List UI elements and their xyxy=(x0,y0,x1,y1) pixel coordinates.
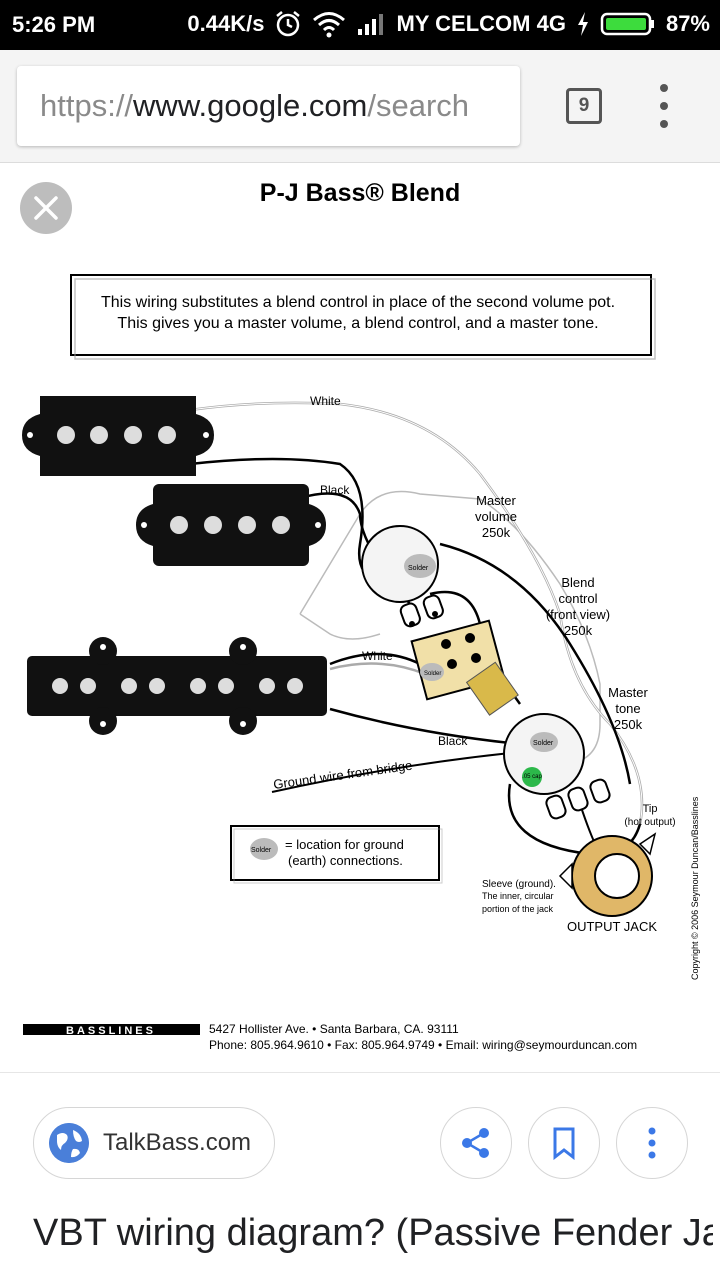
charging-icon xyxy=(577,12,588,36)
solder-label-volume: Solder xyxy=(408,565,429,572)
globe-icon xyxy=(49,1123,89,1163)
blend-label-4: 250k xyxy=(564,623,593,638)
brand-logo: BASSLINES xyxy=(66,1025,156,1037)
j-pickup xyxy=(27,637,327,735)
close-button[interactable] xyxy=(20,182,72,234)
master-volume-label-3: 250k xyxy=(482,525,511,540)
sleeve-label-1: Sleeve (ground). xyxy=(482,879,556,890)
cap-label: .05 cap xyxy=(522,774,542,780)
master-tone-label-1: Master xyxy=(608,685,648,700)
solder-label-blend: Solder xyxy=(424,671,441,677)
p-pickup-top xyxy=(22,396,214,476)
status-bar: 5:26 PM 0.44K/s MY CELCOM 4G 8 xyxy=(0,0,720,50)
master-volume-label-2: volume xyxy=(475,509,517,524)
url-path: /search xyxy=(367,88,470,123)
url-bar[interactable]: https://www.google.com/search xyxy=(17,66,520,146)
tab-count-label: 9 xyxy=(578,95,590,116)
result-card: TalkBass.com VBT wiring diagram? (Passiv… xyxy=(0,1072,720,1280)
master-volume-pot: Solder xyxy=(361,525,444,628)
overflow-menu-icon[interactable] xyxy=(652,84,676,128)
note-line-1: This wiring substitutes a blend control … xyxy=(101,294,615,311)
share-icon xyxy=(462,1128,489,1158)
diagram-title: P-J Bass® Blend xyxy=(260,179,460,207)
signal-icon xyxy=(358,14,384,35)
browser-toolbar: https://www.google.com/search 9 xyxy=(0,50,720,163)
more-options-button[interactable] xyxy=(616,1107,688,1179)
wire-label-black-top: Black xyxy=(320,483,350,497)
bookmark-icon xyxy=(553,1127,575,1160)
sleeve-label-2: The inner, circular xyxy=(482,891,554,901)
copyright: Copyright © 2006 Seymour Duncan/Bassline… xyxy=(690,796,700,980)
more-vert-icon xyxy=(648,1127,656,1159)
save-button[interactable] xyxy=(528,1107,600,1179)
blend-control-pot: Solder xyxy=(410,619,519,716)
result-title[interactable]: VBT wiring diagram? (Passive Fender Jazz… xyxy=(33,1212,713,1254)
footer-address: 5427 Hollister Ave. • Santa Barbara, CA.… xyxy=(209,1022,459,1036)
blend-label-3: (front view) xyxy=(546,607,610,622)
legend-line-1: = location for ground xyxy=(285,837,404,852)
master-tone-pot: Solder .05 cap xyxy=(503,713,611,820)
master-tone-label-2: tone xyxy=(615,701,640,716)
image-viewer: P-J Bass® Blend This wiring substitutes … xyxy=(0,164,720,1072)
note-line-2: This gives you a master volume, a blend … xyxy=(117,315,598,332)
status-right: 0.44K/s MY CELCOM 4G 87% xyxy=(187,10,710,38)
wiring-diagram[interactable]: P-J Bass® Blend This wiring substitutes … xyxy=(0,164,720,1072)
wire-label-black-bottom: Black xyxy=(438,734,468,748)
net-speed: 0.44K/s xyxy=(187,11,265,36)
alarm-icon xyxy=(276,11,301,37)
wire-label-white-top: White xyxy=(310,394,341,408)
tip-label-1: Tip xyxy=(643,803,658,815)
url-scheme: https:// xyxy=(40,88,134,123)
status-time: 5:26 PM xyxy=(12,12,96,37)
ground-wire-label: Ground wire from bridge xyxy=(272,758,413,792)
master-tone-label-3: 250k xyxy=(614,717,643,732)
url-text: https://www.google.com/search xyxy=(40,88,469,124)
wifi-icon xyxy=(313,12,346,38)
tab-switcher-button[interactable]: 9 xyxy=(566,88,602,124)
output-jack-label: OUTPUT JACK xyxy=(567,919,657,934)
p-pickup-bottom xyxy=(136,484,326,566)
share-button[interactable] xyxy=(440,1107,512,1179)
tip-label-2: (hot output) xyxy=(624,817,675,828)
sleeve-label-3: portion of the jack xyxy=(482,904,554,914)
battery-icon xyxy=(600,12,654,36)
carrier-name: MY CELCOM 4G xyxy=(396,11,566,36)
footer-contact: Phone: 805.964.9610 • Fax: 805.964.9749 … xyxy=(209,1038,637,1052)
solder-label-tone: Solder xyxy=(533,740,554,747)
close-icon xyxy=(34,196,58,220)
master-volume-label-1: Master xyxy=(476,493,516,508)
legend-line-2: (earth) connections. xyxy=(288,853,403,868)
output-jack xyxy=(558,832,657,917)
blend-label-1: Blend xyxy=(561,575,594,590)
legend-solder: Solder xyxy=(251,847,272,854)
wire-label-white-mid: White xyxy=(362,649,393,663)
blend-label-2: control xyxy=(558,591,597,606)
battery-percent: 87% xyxy=(665,11,710,36)
url-host: www.google.com xyxy=(133,88,368,123)
source-chip[interactable]: TalkBass.com xyxy=(33,1107,275,1179)
source-label: TalkBass.com xyxy=(103,1129,252,1156)
